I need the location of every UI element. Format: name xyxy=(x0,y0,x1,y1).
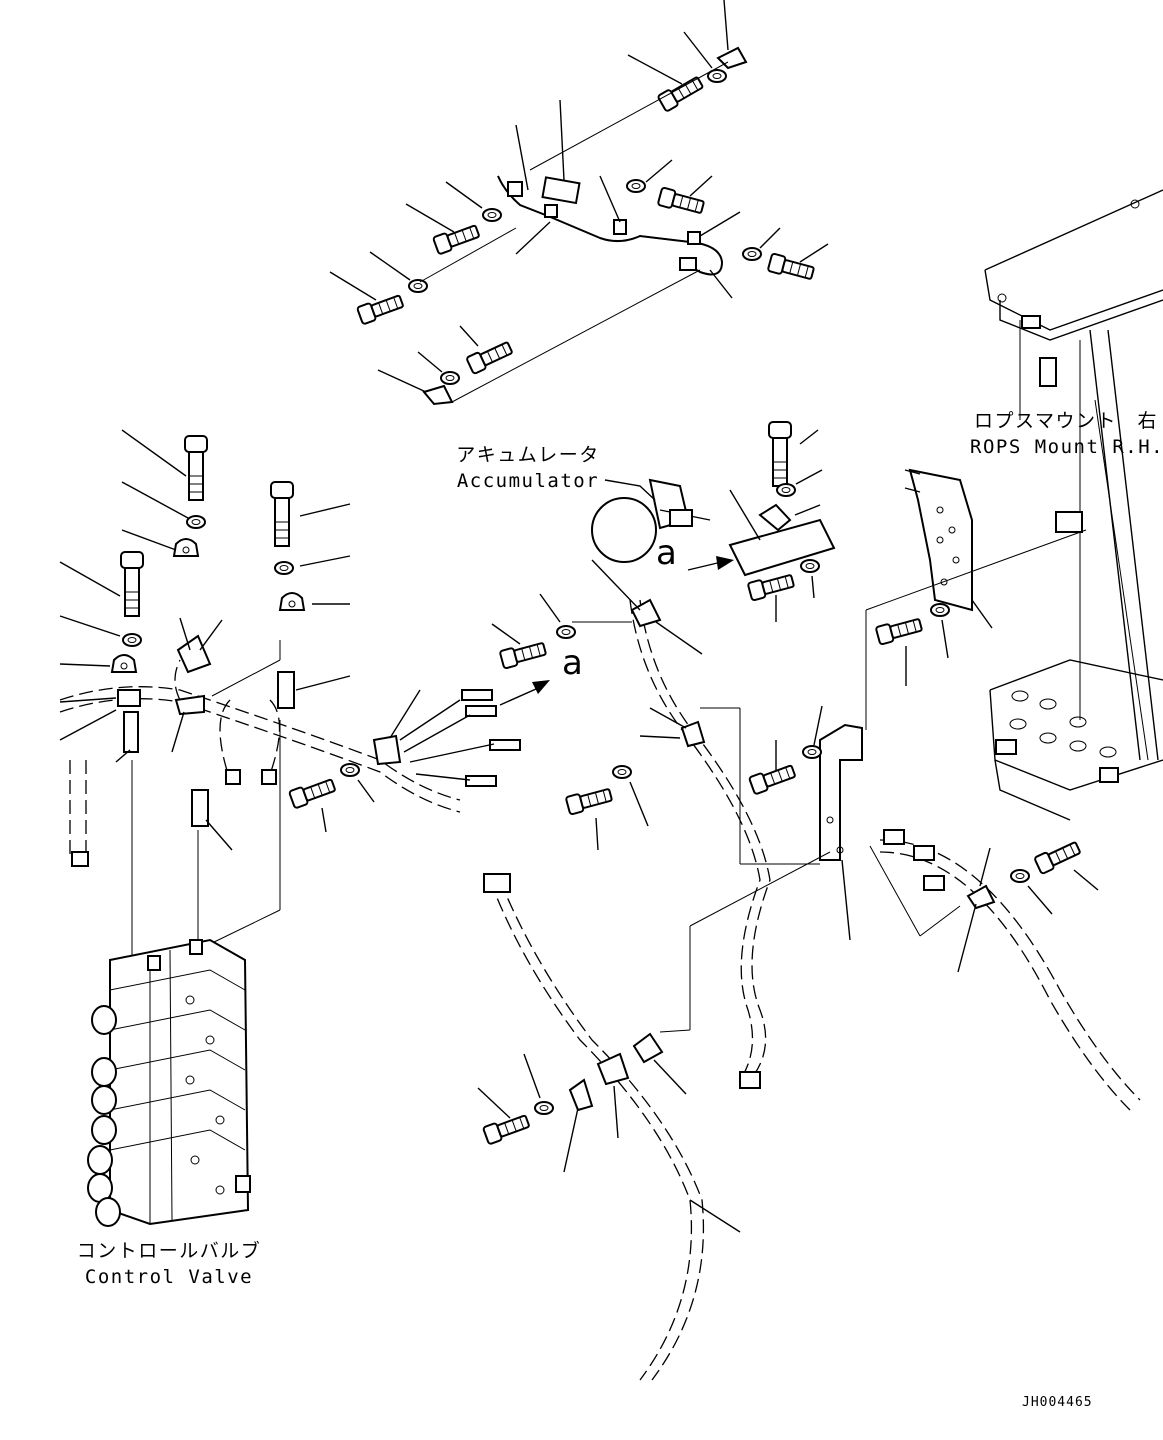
top-harness-group xyxy=(329,0,829,406)
hose-routing xyxy=(59,599,1141,1381)
accumulator-label-jp: アキュムレータ xyxy=(456,444,600,466)
rops-mount-label-en: ROPS Mount R.H. xyxy=(970,436,1163,458)
control-valve-label-en: Control Valve xyxy=(84,1266,254,1288)
control-valve-label-jp: コントロールバルブ xyxy=(76,1240,262,1262)
rops-mount-label-jp: ロプスマウント 右 xyxy=(974,410,1158,432)
middle-clamp-group xyxy=(477,559,1099,1233)
reference-mark-a-lower: a xyxy=(562,643,585,683)
figure-id: JH004465 xyxy=(1022,1395,1093,1410)
control-valve-group xyxy=(87,938,251,1227)
reference-mark-a-upper: a xyxy=(656,533,679,573)
accumulator-label-en: Accumulator xyxy=(456,470,600,492)
left-clamp-group xyxy=(59,429,421,960)
rops-mount-group xyxy=(984,189,1163,821)
accumulator-group xyxy=(591,421,1087,941)
